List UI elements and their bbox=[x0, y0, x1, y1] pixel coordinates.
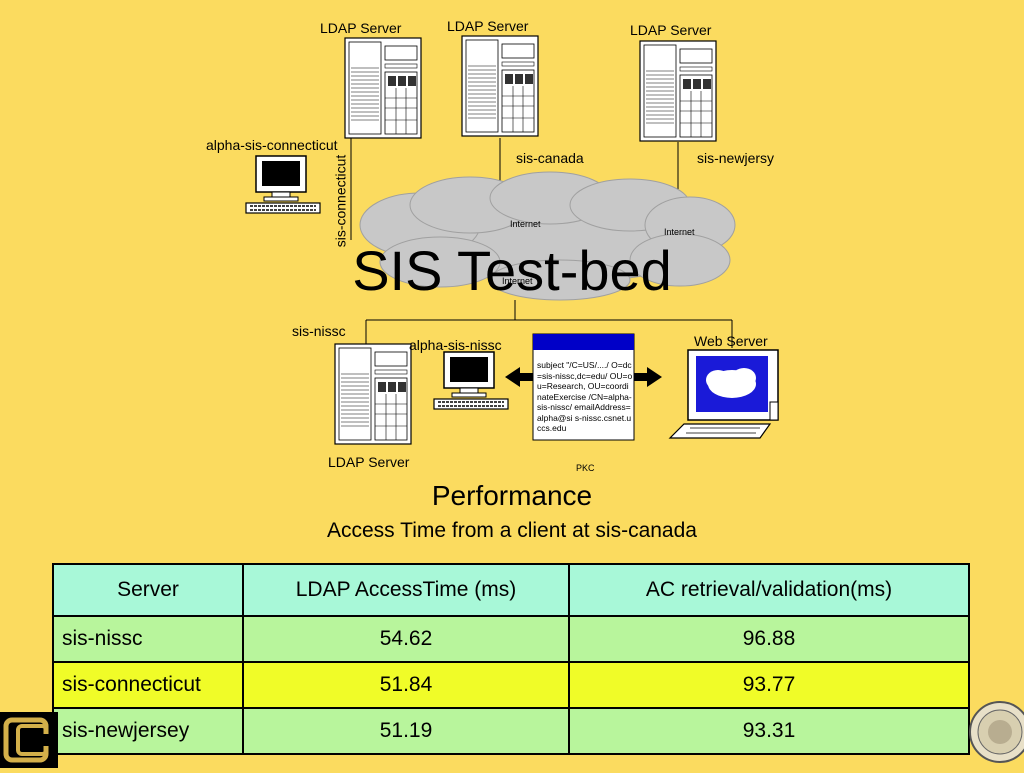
client-label: alpha-sis-nissc bbox=[409, 337, 502, 353]
cloud-icon bbox=[359, 171, 736, 301]
arrow-icon bbox=[505, 367, 662, 387]
performance-title: Performance bbox=[431, 480, 593, 511]
table-cell-server: sis-newjersey bbox=[52, 707, 244, 755]
table-header-cell: AC retrieval/validation(ms) bbox=[568, 563, 970, 617]
ldap-server-label: LDAP Server bbox=[447, 18, 529, 34]
cu-logo-icon bbox=[0, 712, 58, 768]
site-label-newjersy: sis-newjersy bbox=[697, 150, 775, 166]
server-icon bbox=[461, 35, 539, 137]
ldap-server-label: LDAP Server bbox=[630, 22, 712, 38]
table-cell-ldap: 54.62 bbox=[242, 615, 570, 663]
cloud-label: Internet bbox=[510, 219, 541, 229]
desktop-computer-icon bbox=[433, 351, 509, 410]
table-cell-server: sis-connecticut bbox=[52, 661, 244, 709]
table-cell-ldap: 51.19 bbox=[242, 707, 570, 755]
table-row: sis-newjersey 51.19 93.31 bbox=[52, 707, 970, 755]
server-icon bbox=[639, 40, 717, 142]
table-row: sis-connecticut 51.84 93.77 bbox=[52, 661, 970, 709]
table-cell-ac: 93.77 bbox=[568, 661, 970, 709]
site-label-connecticut: sis-connecticut bbox=[332, 154, 349, 248]
performance-table: Server LDAP AccessTime (ms) AC retrieval… bbox=[52, 563, 970, 755]
server-icon bbox=[344, 37, 422, 139]
table-row: sis-nissc 54.62 96.88 bbox=[52, 615, 970, 663]
desktop-computer-icon bbox=[245, 155, 321, 214]
table-cell-ldap: 51.84 bbox=[242, 661, 570, 709]
ldap-server-label: LDAP Server bbox=[320, 20, 402, 36]
table-cell-ac: 93.31 bbox=[568, 707, 970, 755]
certificate-icon bbox=[532, 333, 635, 441]
table-header-cell: Server bbox=[52, 563, 244, 617]
cloud-label: Internet bbox=[502, 276, 533, 286]
web-server-label: Web Server bbox=[694, 333, 768, 349]
table-header-row: Server LDAP AccessTime (ms) AC retrieval… bbox=[52, 563, 970, 617]
site-label-nissc: sis-nissc bbox=[292, 323, 346, 339]
table-cell-ac: 96.88 bbox=[568, 615, 970, 663]
client-label: alpha-sis-connecticut bbox=[206, 137, 338, 153]
certificate-caption: PKC bbox=[576, 463, 595, 473]
connection-lines bbox=[350, 138, 733, 348]
table-cell-server: sis-nissc bbox=[52, 615, 244, 663]
cloud-label: Internet bbox=[664, 227, 695, 237]
performance-subtitle: Access Time from a client at sis-canada bbox=[327, 519, 697, 542]
certificate-text: subject "/C=US/..../ O=dc=sis-nissc,dc=e… bbox=[537, 360, 633, 433]
server-icon bbox=[334, 343, 412, 445]
table-header-cell: LDAP AccessTime (ms) bbox=[242, 563, 570, 617]
university-seal-icon bbox=[966, 696, 1024, 768]
site-label-canada: sis-canada bbox=[516, 150, 584, 166]
slide-title: SIS Test-bed bbox=[352, 239, 672, 302]
web-server-icon bbox=[668, 349, 779, 439]
ldap-server-label: LDAP Server bbox=[328, 454, 410, 470]
